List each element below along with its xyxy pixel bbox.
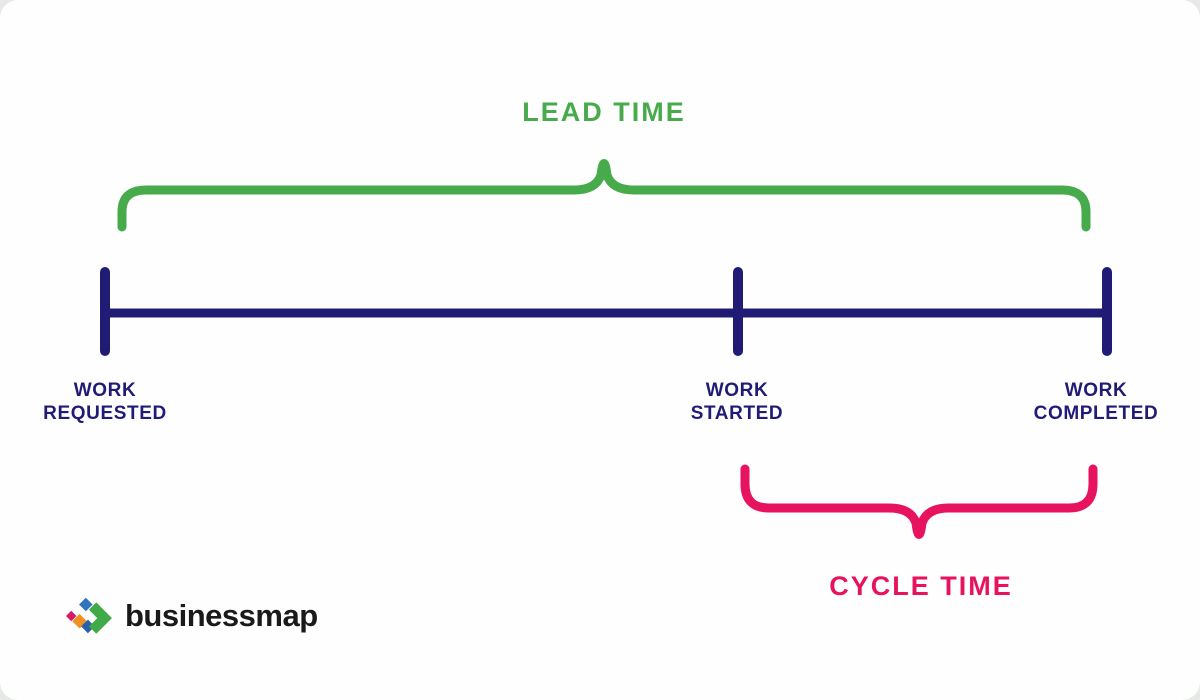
logo-diamond-pink [66,610,77,622]
businessmap-logo-text: businessmap [125,597,318,633]
cycle-time-brace [740,464,1098,539]
logo-chevron-green [88,602,112,634]
businessmap-diamonds-icon [66,597,112,634]
milestone-work-requested: WORK REQUESTED [43,379,167,425]
cycle-time-label: CYCLE TIME [829,571,1013,601]
milestone-label-line: WORK [73,380,137,401]
milestone-label-line: COMPLETED [1033,403,1159,424]
milestone-work-completed: WORK COMPLETED [1034,379,1159,425]
milestone-work-started: WORK STARTED [691,379,784,425]
businessmap-logo: businessmap [66,592,318,640]
timeline-axis [100,267,1112,356]
milestone-label-line: STARTED [690,403,784,424]
lead-time-brace [117,159,1091,232]
milestone-label-line: WORK [1064,380,1128,401]
logo-diamond-blue-bottom [81,619,95,634]
logo-diamond-blue-top [79,597,93,612]
milestone-label-line: REQUESTED [43,403,167,424]
lead-time-label: LEAD TIME [522,97,686,127]
milestone-label-line: WORK [705,380,769,401]
